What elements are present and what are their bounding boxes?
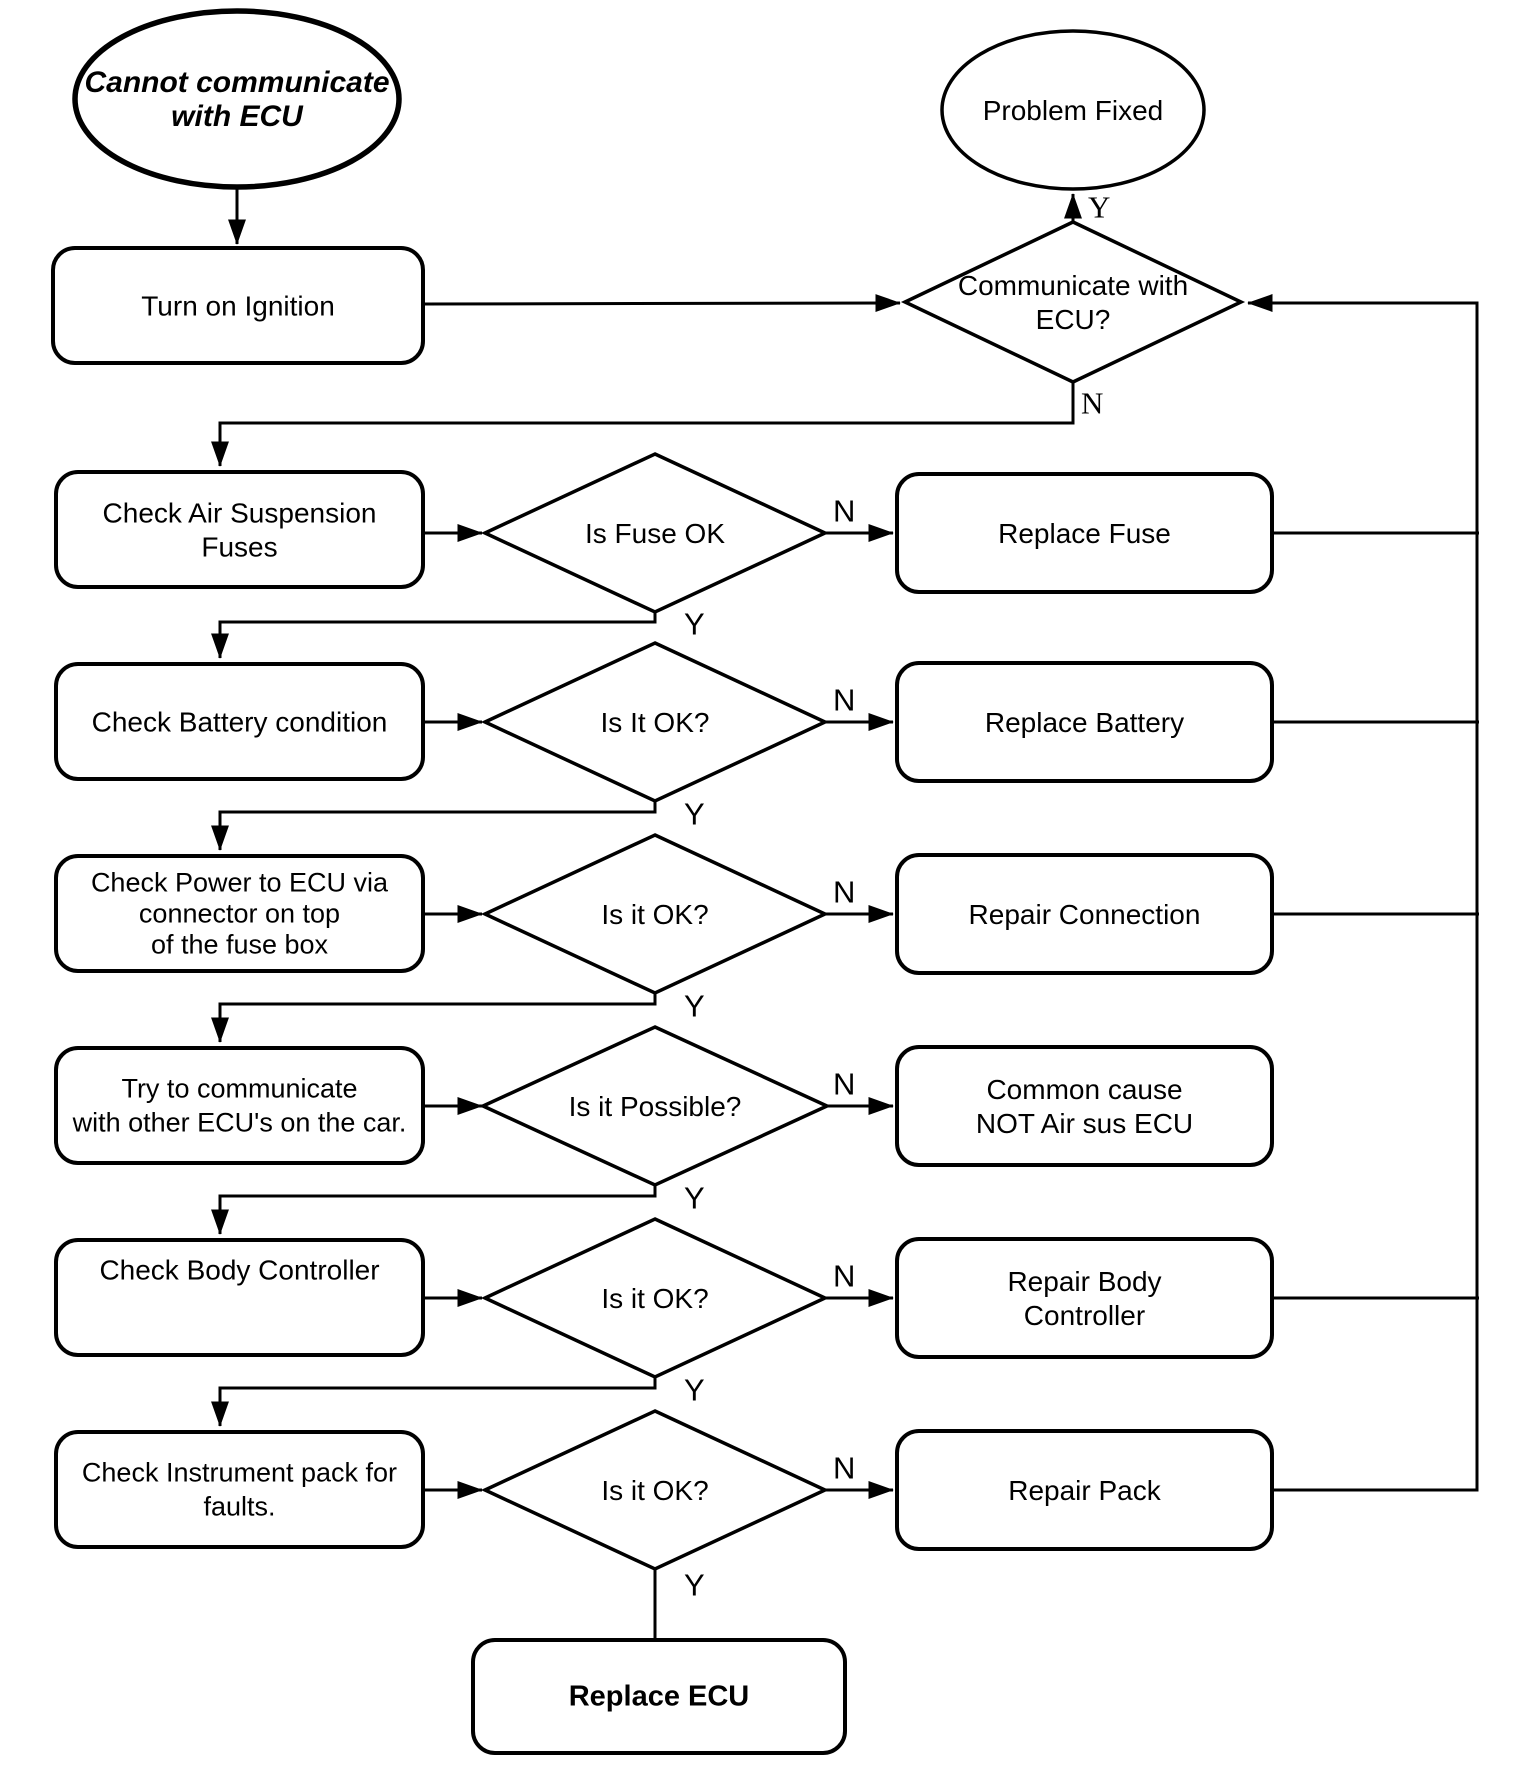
start-cannot-communicate-shape [72, 8, 402, 190]
edges-layer [211, 188, 1479, 1640]
ignition-to-communicate-connector [422, 294, 901, 313]
is-it-ok-power-label: Is it OK? [601, 899, 708, 930]
replace-ecu-node: Replace ECU [471, 1638, 847, 1755]
communicate-n-to-fuses-label: N [1081, 386, 1103, 421]
is-it-possible-label: Is it Possible? [569, 1091, 742, 1122]
check-body-controller-node: Check Body Controller [54, 1238, 425, 1357]
common-cause-not-air-sus-ecu-shape [895, 1045, 1274, 1167]
replace-battery-node: Replace Battery [895, 661, 1274, 783]
replace-fuse-label: Replace Fuse [998, 518, 1171, 549]
isitok3-y-to-pack-label: Y [684, 1373, 705, 1408]
check-body-controller-shape [54, 1238, 425, 1357]
turn-on-ignition-shape [51, 246, 425, 365]
is-it-ok-battery-node: Is It OK? [480, 641, 830, 803]
is-fuse-ok-node: Is Fuse OK [480, 452, 830, 614]
replace-battery-label: Replace Battery [985, 707, 1184, 738]
ispossible-y-to-body-connector [211, 1185, 657, 1235]
isitok1-n-to-replacebattery-label: N [833, 683, 855, 718]
check-air-suspension-fuses-shape [54, 470, 425, 589]
turn-on-ignition-label: Turn on Ignition [141, 290, 335, 321]
isitok4-y-to-replaceecu-label: Y [684, 1568, 705, 1603]
try-to-communicate-other-ecus-shape [54, 1046, 425, 1165]
isitok2-y-to-try-connector [211, 993, 657, 1043]
communicate-y-to-fixed-label: Y [1088, 190, 1110, 225]
isitok2-y-to-try-label: Y [684, 989, 705, 1024]
repair-pack-shape [895, 1429, 1274, 1551]
isitok1-y-to-power-label: Y [684, 797, 705, 832]
is-fuse-ok-shape [480, 452, 830, 614]
is-it-ok-pack-node: Is it OK? [480, 1409, 830, 1571]
repair-connection-label: Repair Connection [969, 899, 1201, 930]
check-instrument-pack-shape [54, 1430, 425, 1549]
turn-on-ignition-node: Turn on Ignition [51, 246, 425, 365]
is-it-possible-shape [478, 1025, 832, 1187]
repair-connection-shape [895, 853, 1274, 975]
isfuseok-y-to-battery-label: Y [684, 607, 705, 642]
is-it-ok-body-node: Is it OK? [480, 1217, 830, 1379]
problem-fixed-shape [940, 29, 1206, 191]
isfuseok-n-to-replacefuse-label: N [833, 494, 855, 529]
repair-pack-label: Repair Pack [1008, 1475, 1162, 1506]
isfuseok-y-to-battery-connector [211, 612, 657, 659]
is-it-ok-body-shape [480, 1217, 830, 1379]
edge-labels-layer: Y N N Y N Y N Y N Y N Y N Y [684, 190, 1110, 1603]
check-battery-condition-shape [54, 662, 425, 781]
is-it-ok-power-node: Is it OK? [480, 833, 830, 995]
check-body-controller-label: Check Body Controller [99, 1254, 379, 1285]
isitok1-y-to-power-connector [211, 801, 657, 851]
communicate-with-ecu-shape [900, 220, 1246, 384]
repairpack-feedback-to-communicate-connector [1247, 294, 1479, 1492]
check-battery-condition-label: Check Battery condition [92, 706, 388, 737]
is-it-possible-node: Is it Possible? [478, 1025, 832, 1187]
ispossible-n-to-commoncause-label: N [833, 1067, 855, 1102]
replace-fuse-shape [895, 472, 1274, 594]
replace-ecu-shape [471, 1638, 847, 1755]
repair-pack-node: Repair Pack [895, 1429, 1274, 1551]
ispossible-y-to-body-label: Y [684, 1181, 705, 1216]
isitok2-n-to-repairconnection-label: N [833, 875, 855, 910]
repair-body-controller-shape [895, 1237, 1274, 1359]
is-it-ok-pack-shape [480, 1409, 830, 1571]
replace-ecu-label: Replace ECU [569, 1681, 750, 1713]
check-battery-condition-node: Check Battery condition [54, 662, 425, 781]
is-it-ok-body-label: Is it OK? [601, 1283, 708, 1314]
problem-fixed-label: Problem Fixed [983, 95, 1164, 126]
isitok3-n-to-repairbody-label: N [833, 1259, 855, 1294]
check-power-to-ecu-shape [54, 854, 425, 973]
repair-connection-node: Repair Connection [895, 853, 1274, 975]
problem-fixed-node: Problem Fixed [940, 29, 1206, 191]
communicate-n-to-fuses-connector [211, 382, 1075, 467]
replace-fuse-node: Replace Fuse [895, 472, 1274, 594]
isitok3-y-to-pack-connector [211, 1377, 657, 1427]
isitok4-n-to-repairpack-label: N [833, 1451, 855, 1486]
is-it-ok-power-shape [480, 833, 830, 995]
replace-battery-shape [895, 661, 1274, 783]
is-fuse-ok-label: Is Fuse OK [585, 518, 725, 549]
is-it-ok-battery-label: Is It OK? [601, 707, 710, 738]
is-it-ok-battery-shape [480, 641, 830, 803]
is-it-ok-pack-label: Is it OK? [601, 1475, 708, 1506]
